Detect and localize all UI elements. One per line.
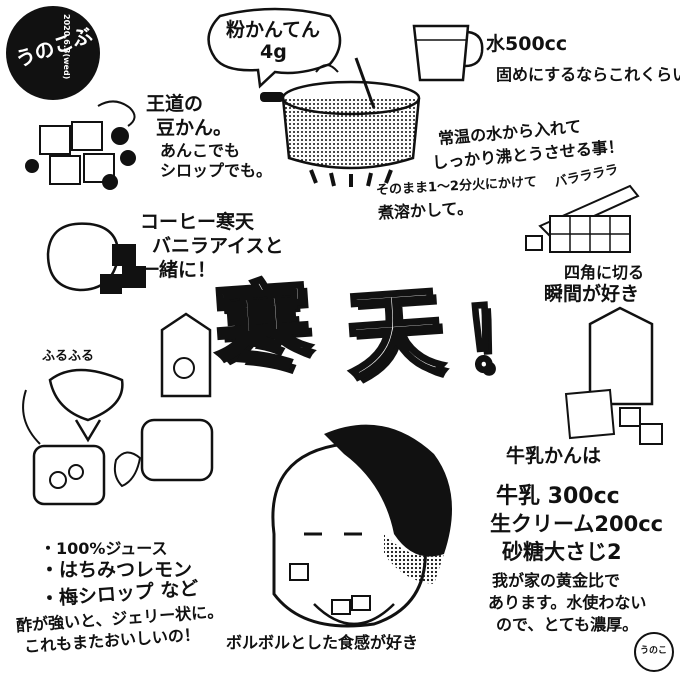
simmer-line2: 煮溶かして。 bbox=[377, 198, 474, 223]
jelly-bowl-icon bbox=[22, 368, 214, 506]
signature-seal: うのこ bbox=[634, 632, 674, 672]
logo: うのこぶ 2020.6.3(wed) bbox=[6, 6, 100, 100]
classic-line3: あんこでも bbox=[160, 141, 241, 160]
speech-bubble bbox=[207, 7, 342, 89]
logo-date: 2020.6.3(wed) bbox=[62, 14, 72, 80]
knife-cubes-icon bbox=[525, 184, 640, 253]
coffee-jelly-icon bbox=[46, 222, 146, 294]
milk-line2: 生クリーム200cc bbox=[490, 512, 664, 536]
bubble-line1: 粉かんてん bbox=[226, 19, 321, 41]
bubble-line2: 4g bbox=[260, 41, 287, 63]
milk-title: 牛乳かんは bbox=[506, 445, 602, 467]
coffee-line2: バニラアイスと bbox=[152, 235, 284, 257]
signature-text: うのこ bbox=[640, 646, 668, 656]
coffee-line3: 一緒に！ bbox=[140, 259, 217, 281]
logo-text: うのこぶ bbox=[12, 22, 96, 72]
texture-note: ボルボルとした食感が好き bbox=[226, 633, 419, 652]
juice-item2: ・はちみつレモン bbox=[40, 559, 193, 581]
character-icon bbox=[271, 424, 452, 628]
milk-line3: 砂糖大さじ2 bbox=[502, 540, 622, 564]
measuring-cup-icon bbox=[412, 24, 484, 82]
cut-line1: 四角に切る bbox=[564, 263, 645, 282]
milk-note3: ので、とても濃厚。 bbox=[496, 615, 639, 634]
cut-line2: 瞬間が好き bbox=[544, 283, 640, 305]
mamekan-icon bbox=[25, 100, 136, 190]
milk-carton-icon bbox=[564, 306, 663, 445]
classic-line2: 豆かん。 bbox=[156, 117, 233, 139]
title-char2: 天 bbox=[341, 272, 449, 395]
classic-line4: シロップでも。 bbox=[160, 161, 273, 180]
pot-icon bbox=[260, 57, 421, 187]
classic-line1: 王道の bbox=[146, 93, 204, 115]
title-char3: ！ bbox=[455, 283, 552, 394]
juice-carton-icon bbox=[160, 312, 212, 398]
milk-note2: あります。水使わない bbox=[488, 593, 647, 612]
milk-note1: 我が家の黄金比で bbox=[492, 571, 621, 590]
fuwa-text: ふるふる bbox=[42, 349, 95, 364]
juice-item1: ・100%ジュース bbox=[40, 539, 168, 558]
water-sub: 固めにするならこれくらい bbox=[496, 65, 680, 84]
coffee-line1: コーヒー寒天 bbox=[140, 211, 255, 233]
milk-line1: 牛乳 300cc bbox=[496, 484, 620, 509]
water-title: 水500cc bbox=[486, 33, 568, 55]
